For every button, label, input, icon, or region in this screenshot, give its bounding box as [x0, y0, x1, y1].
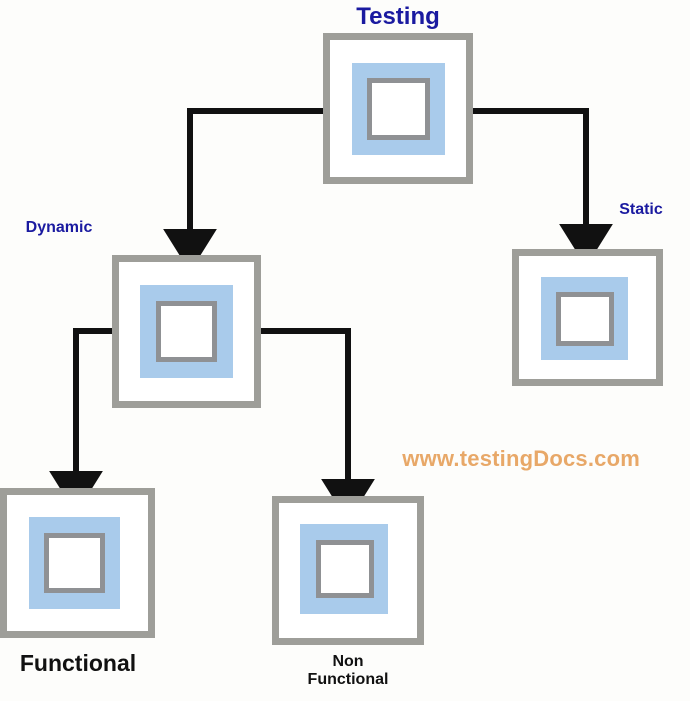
- edge-testing-to-static: [473, 108, 613, 267]
- edge-path: [163, 108, 323, 272]
- edge-dynamic-to-nonfunctional: [261, 328, 375, 522]
- outer-frame: [323, 33, 473, 184]
- node-label-non-functional: Non Functional: [307, 653, 389, 688]
- inner-frame: [316, 540, 374, 598]
- node-box-functional[interactable]: [0, 488, 155, 638]
- node-label-testing: Testing: [356, 3, 440, 30]
- inner-frame: [367, 78, 430, 140]
- node-box-testing[interactable]: [323, 33, 473, 184]
- inner-frame: [156, 301, 217, 362]
- node-label-dynamic: Dynamic: [25, 219, 93, 236]
- edge-path: [261, 328, 375, 522]
- node-label-functional: Functional: [19, 650, 137, 676]
- edge-testing-to-dynamic: [163, 108, 323, 272]
- node-box-non-functional[interactable]: [272, 496, 424, 645]
- edge-dynamic-to-functional: [49, 328, 112, 514]
- node-box-dynamic[interactable]: [112, 255, 261, 408]
- inner-frame: [556, 292, 614, 346]
- node-box-static[interactable]: [512, 249, 663, 386]
- edge-path: [49, 328, 112, 514]
- watermark-text: www.testingDocs.com: [402, 446, 640, 471]
- inner-frame: [44, 533, 105, 593]
- edge-path: [473, 108, 613, 267]
- node-label-static: Static: [619, 201, 663, 218]
